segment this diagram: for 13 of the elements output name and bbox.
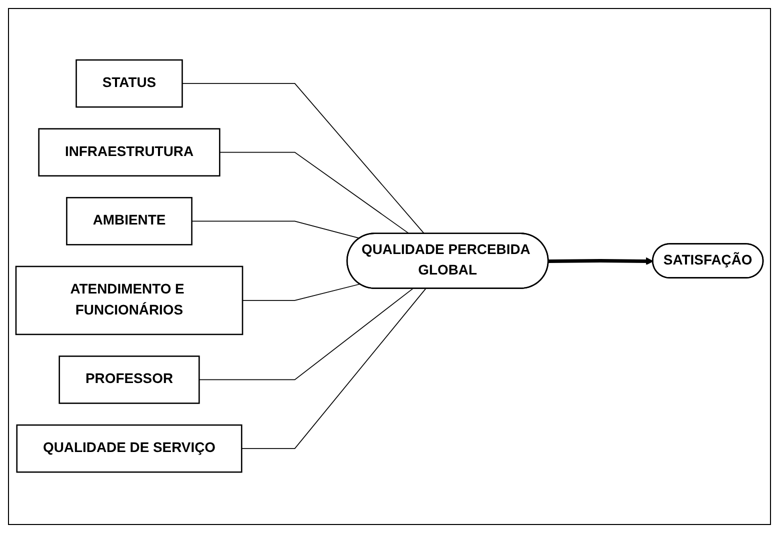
connector: [219, 152, 410, 235]
node-box: ATENDIMENTO E FUNCIONÁRIOS: [15, 266, 244, 336]
node-box: INFRAESTRUTURA: [38, 128, 220, 177]
node-box: QUALIDADE DE SERVIÇO: [16, 424, 242, 474]
connector: [241, 288, 426, 450]
node-box: PROFESSOR: [58, 356, 200, 404]
connector: [242, 284, 360, 302]
connector: [198, 288, 414, 381]
arrow: [548, 258, 654, 266]
connector: [191, 221, 360, 240]
node-box: AMBIENTE: [66, 197, 192, 246]
node-box: STATUS: [76, 60, 183, 108]
connector: [182, 84, 425, 235]
